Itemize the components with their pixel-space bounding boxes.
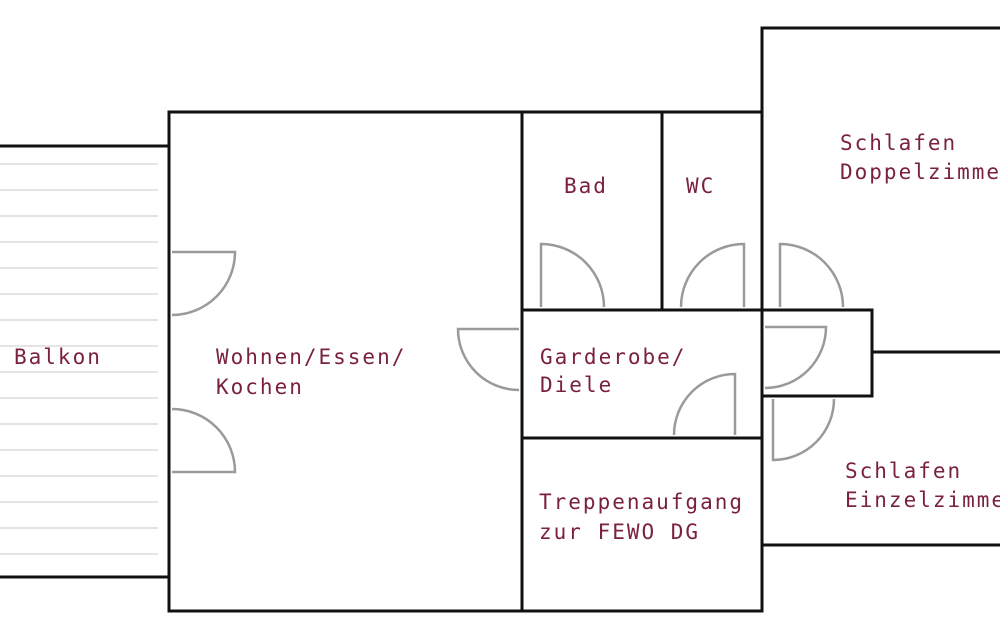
label-wohnen-line2: Kochen	[216, 375, 304, 399]
doors	[171, 242, 845, 474]
room-labels: Balkon Wohnen/Essen/ Kochen Bad WC Schla…	[14, 131, 1000, 544]
wc-walls	[660, 110, 764, 312]
bedroom-block-walls	[760, 26, 1000, 547]
door-staircase	[672, 372, 737, 436]
door-wc	[679, 242, 746, 308]
door-double-bedroom	[778, 242, 845, 308]
label-treppe-line1: Treppenaufgang	[539, 490, 744, 514]
label-treppe-line2: zur FEWO DG	[539, 520, 700, 544]
door-single-bedroom	[771, 398, 836, 462]
label-wc: WC	[686, 174, 715, 198]
label-einzelzimmer-line2: Einzelzimmer	[845, 488, 1000, 512]
door-balcony-upper	[171, 250, 237, 317]
label-bad: Bad	[564, 174, 608, 198]
label-doppelzimmer-line2: Doppelzimmer	[840, 160, 1000, 184]
balcony-decking	[0, 163, 158, 555]
label-balkon: Balkon	[14, 345, 102, 369]
label-wohnen-line1: Wohnen/Essen/	[216, 345, 406, 369]
label-doppelzimmer-line1: Schlafen	[840, 131, 957, 155]
door-balcony-lower	[171, 407, 237, 474]
bedroom-corridor-walls	[760, 308, 874, 398]
label-garderobe-line2: Diele	[540, 373, 613, 397]
walls	[0, 26, 1000, 613]
door-hallway-corridor	[764, 325, 828, 390]
door-living-hallway	[456, 327, 520, 392]
label-garderobe-line1: Garderobe/	[540, 345, 686, 369]
label-einzelzimmer-line1: Schlafen	[845, 459, 962, 483]
door-bathroom	[539, 242, 606, 308]
balcony-outline	[0, 144, 171, 579]
bathroom-walls	[520, 110, 664, 312]
